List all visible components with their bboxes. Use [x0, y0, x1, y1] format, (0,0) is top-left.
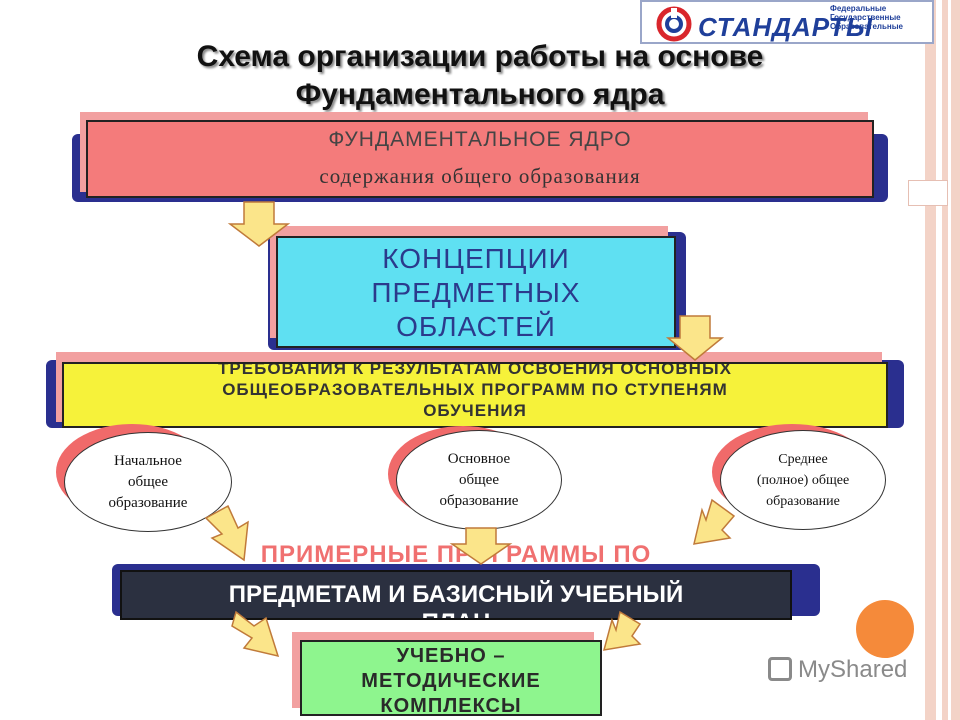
fundamental-core-box: ФУНДАМЕНТАЛЬНОЕ ЯДРО содержания общего о… [86, 120, 874, 198]
arrow-down-icon [449, 527, 513, 565]
decorative-stripe [925, 0, 960, 720]
level-basic-ellipse: Основное общее образование [396, 430, 562, 530]
sample-programs-box: ПРЕДМЕТАМ И БАЗИСНЫЙ УЧЕБНЫЙ ПЛАН [120, 570, 792, 620]
watermark-icon [768, 657, 792, 681]
logo-subtitle: Федеральные Государственные Образователь… [830, 4, 904, 31]
decorative-stripe [948, 0, 951, 720]
arrow-down-icon [665, 315, 725, 361]
arrow-down-icon [693, 498, 736, 545]
arrow-down-icon [227, 201, 291, 247]
decorative-stripe [936, 0, 942, 720]
requirements-box: ТРЕБОВАНИЯ К РЕЗУЛЬТАТАМ ОСВОЕНИЯ ОСНОВН… [62, 362, 888, 428]
standards-emblem-icon [656, 6, 692, 42]
level-secondary-ellipse: Среднее (полное) общее образование [720, 430, 886, 530]
arrow-down-icon [602, 610, 642, 651]
watermark: MyShared [768, 656, 907, 684]
page-title: Схема организации работы на основе Фунда… [196, 40, 764, 111]
teaching-complexes-box: УЧЕБНО – МЕТОДИЧЕСКИЕ КОМПЛЕКСЫ [300, 640, 602, 717]
arrow-down-icon [231, 610, 280, 658]
standards-logo: СТАНДАРТЫ Федеральные Государственные Об… [640, 0, 934, 44]
level-primary-ellipse: Начальное общее образование [64, 432, 232, 532]
subject-concepts-box: КОНЦЕПЦИИ ПРЕДМЕТНЫХ ОБЛАСТЕЙ [276, 236, 676, 348]
logo-text: СТАНДАРТЫ [698, 12, 874, 42]
decorative-notch [908, 180, 948, 206]
decorative-circle [856, 600, 914, 658]
arrow-down-icon [204, 504, 249, 562]
